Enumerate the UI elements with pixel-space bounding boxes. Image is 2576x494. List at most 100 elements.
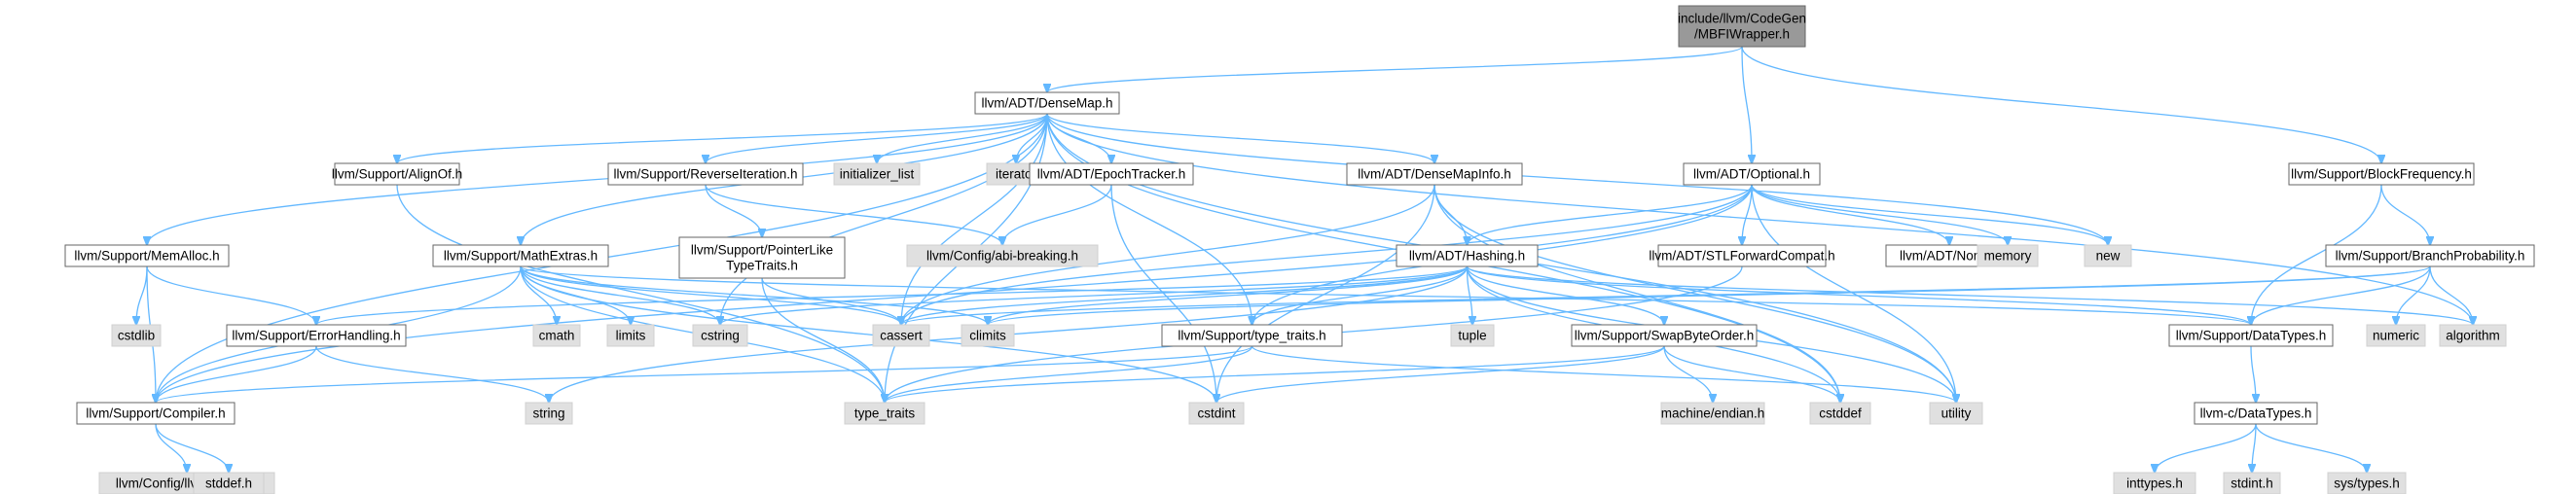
node-box [1188, 402, 1245, 425]
node-compiler[interactable]: llvm/Support/Compiler.h [76, 402, 236, 425]
node-box [2223, 472, 2281, 494]
node-box [64, 244, 230, 267]
edge-hashing-to-algorithm [1466, 265, 2474, 325]
edge-errorhandling-to-compiler [156, 345, 317, 403]
node-cdatatypes[interactable]: llvm-c/DataTypes.h [2194, 402, 2318, 425]
node-errorhandling[interactable]: llvm/Support/ErrorHandling.h [226, 324, 407, 347]
node-label: cstdint [1197, 406, 1235, 421]
node-box [833, 162, 921, 186]
node-epoch[interactable]: llvm/ADT/EpochTracker.h [1029, 162, 1194, 186]
edge-mathextras-to-cstdint [520, 265, 1216, 403]
edge-densemap-to-alignof [397, 113, 1048, 163]
node-box [76, 402, 236, 425]
node-box [692, 324, 748, 347]
node-datatypes[interactable]: llvm/Support/DataTypes.h [2168, 324, 2334, 347]
edge-densemap-to-memalloc [147, 113, 1048, 245]
node-box [2113, 472, 2196, 494]
edge-cdatatypes-to-stdint [2252, 423, 2257, 473]
node-label: llvm/Support/SwapByteOrder.h [1575, 329, 1755, 343]
node-blockfreq[interactable]: llvm/Support/BlockFrequency.h [2288, 162, 2475, 186]
node-typetraits_h[interactable]: llvm/Support/type_traits.h [1161, 324, 1343, 347]
edge-branchprob-to-cassert [901, 265, 2431, 325]
node-root[interactable]: include/llvm/CodeGen/MBFIWrapper.h [1678, 5, 1806, 48]
node-memalloc[interactable]: llvm/Support/MemAlloc.h [64, 244, 230, 267]
node-label: algorithm [2446, 329, 2500, 343]
node-stlfwd[interactable]: llvm/ADT/STLForwardCompat.h [1649, 244, 1835, 267]
node-label: llvm/Support/type_traits.h [1178, 329, 1325, 343]
edge-epoch-to-abibreak [1002, 184, 1112, 245]
node-hashing[interactable]: llvm/ADT/Hashing.h [1396, 244, 1539, 267]
node-label: llvm/Support/BlockFrequency.h [2291, 167, 2472, 182]
edge-mathextras-to-cstring [520, 265, 720, 325]
node-box [1346, 162, 1523, 186]
node-string: string [525, 402, 573, 425]
node-optional[interactable]: llvm/ADT/Optional.h [1683, 162, 1821, 186]
node-densemapinfo[interactable]: llvm/ADT/DenseMapInfo.h [1346, 162, 1523, 186]
edge-reverseiter-to-ptrlike [705, 184, 762, 237]
node-reverseiter[interactable]: llvm/Support/ReverseIteration.h [607, 162, 804, 186]
node-label: llvm/Support/MathExtras.h [444, 249, 598, 264]
node-label: llvm/ADT/EpochTracker.h [1037, 167, 1186, 182]
node-box [1929, 402, 1983, 425]
node-box [1396, 244, 1539, 267]
edge-hashing-to-errorhandling [316, 265, 1469, 325]
node-cstring: cstring [692, 324, 748, 347]
edge-epoch-to-cstdint [1110, 184, 1216, 403]
node-swapbyte[interactable]: llvm/Support/SwapByteOrder.h [1571, 324, 1758, 347]
node-box [607, 162, 804, 186]
edge-densemap-to-reverseiter [706, 113, 1048, 163]
node-box [1683, 162, 1821, 186]
node-label: stdint.h [2231, 476, 2273, 491]
node-box [226, 324, 407, 347]
node-densemap[interactable]: llvm/ADT/DenseMap.h [974, 91, 1120, 115]
node-alignof[interactable]: llvm/Support/AlignOf.h [332, 162, 462, 186]
edge-densemapinfo-to-cstdint [1216, 184, 1435, 403]
edge-hashing-to-climits [988, 265, 1469, 325]
node-layer: include/llvm/CodeGen/MBFIWrapper.h llvm/A… [64, 5, 2535, 494]
edge-hashing-to-datatypes [1466, 265, 2252, 325]
node-algorithm: algorithm [2439, 324, 2507, 347]
node-box [1571, 324, 1758, 347]
edge-ptrlike-to-cassert [761, 277, 901, 325]
edge-hashing-to-tuple [1466, 265, 1473, 325]
node-box [961, 324, 1015, 347]
edge-optional-to-new [1751, 184, 2108, 245]
node-numeric: numeric [2366, 324, 2426, 347]
node-label: string [532, 406, 564, 421]
edge-densemapinfo-to-cassert [901, 184, 1435, 325]
node-box [1450, 324, 1495, 347]
node-label: limits [616, 329, 646, 343]
node-abibreak: llvm/Config/abi-breaking.h [906, 244, 1099, 267]
edge-errorhandling-to-string [315, 345, 549, 403]
edge-densemapinfo-to-utility [1433, 184, 1956, 403]
edge-typetraits_h-to-type_traits [885, 345, 1253, 403]
node-branchprob[interactable]: llvm/Support/BranchProbability.h [2325, 244, 2535, 267]
node-box [1678, 5, 1806, 48]
node-box [1029, 162, 1194, 186]
node-box [1161, 324, 1343, 347]
node-label: iterator [996, 167, 1037, 182]
edge-densemap-to-densemapinfo [1046, 113, 1434, 163]
node-cstdint: cstdint [1188, 402, 1245, 425]
node-label: climits [969, 329, 1006, 343]
node-label: memory [1984, 249, 2032, 264]
edge-densemap-to-typetraits_h [1046, 113, 1252, 325]
node-box [2288, 162, 2475, 186]
edge-hashing-to-typetraits_h [1252, 265, 1469, 325]
node-label: TypeTraits.h [726, 259, 798, 273]
edge-hashing-to-swapbyte [1466, 265, 1665, 325]
node-label: cstdlib [118, 329, 155, 343]
edge-hashing-to-cstring [720, 265, 1469, 325]
node-box [432, 244, 609, 267]
edge-datatypes-to-cdatatypes [2250, 345, 2256, 403]
edge-densemapinfo-to-cstddef [1433, 184, 1840, 403]
node-label: llvm/Support/ReverseIteration.h [613, 167, 797, 182]
node-box [1660, 402, 1765, 425]
node-cstddef: cstddef [1809, 402, 1871, 425]
node-box [2325, 244, 2535, 267]
node-mathextras[interactable]: llvm/Support/MathExtras.h [432, 244, 609, 267]
node-box [844, 402, 925, 425]
edge-branchprob-to-numeric [2396, 265, 2431, 325]
